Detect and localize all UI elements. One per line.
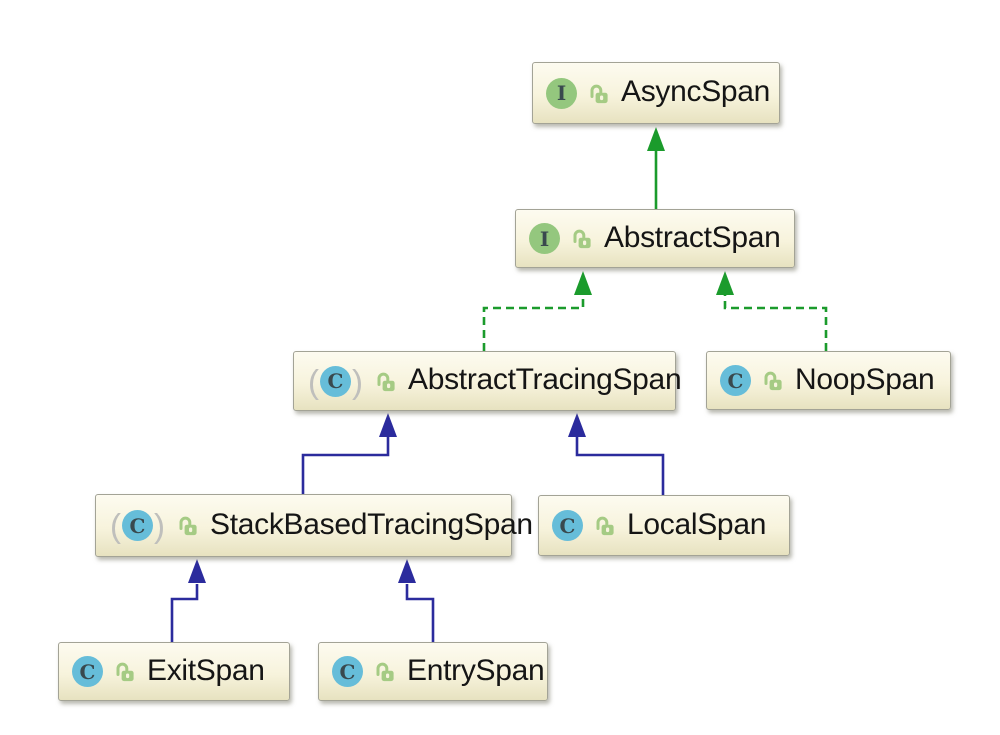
public-lock-icon [587, 81, 611, 106]
node-label: AbstractSpan [604, 220, 781, 254]
edge-exitspan-extends-stackbasedtracingspan[interactable] [170, 559, 206, 642]
node-exitspan[interactable]: C ExitSpan [58, 642, 290, 701]
edge-abstracttracingspan-implements-abstractspan[interactable] [482, 271, 592, 351]
edge-localspan-extends-abstracttracingspan[interactable] [568, 413, 665, 495]
node-label: StackBasedTracingSpan [210, 507, 533, 541]
node-asyncspan[interactable]: I AsyncSpan [532, 62, 780, 124]
node-label: EntrySpan [407, 653, 545, 687]
class-icon: C [72, 656, 103, 687]
interface-icon: I [546, 77, 577, 109]
public-lock-icon [373, 659, 397, 684]
node-abstracttracingspan[interactable]: (C) AbstractTracingSpan [293, 351, 682, 411]
interface-icon: I [529, 223, 560, 254]
node-label: LocalSpan [627, 507, 767, 541]
edge-abstractspan-extends-asyncspan[interactable] [647, 127, 665, 209]
public-lock-icon [570, 226, 594, 251]
public-lock-icon [113, 659, 137, 684]
node-abstractspan[interactable]: I AbstractSpan [515, 209, 795, 268]
edge-stackbasedtracingspan-extends-abstracttracingspan[interactable] [301, 413, 397, 494]
public-lock-icon [761, 368, 785, 393]
public-lock-icon [176, 513, 200, 538]
node-noopspan[interactable]: C NoopSpan [706, 351, 951, 410]
node-label: ExitSpan [147, 653, 265, 687]
node-label: AbstractTracingSpan [408, 363, 682, 396]
public-lock-icon [374, 369, 398, 394]
edge-noopspan-implements-abstractspan[interactable] [716, 271, 828, 351]
edge-entryspan-extends-stackbasedtracingspan[interactable] [398, 559, 435, 642]
class-icon: C [720, 365, 751, 396]
node-stackbasedtracingspan[interactable]: (C) StackBasedTracingSpan [95, 494, 533, 557]
class-icon: C [552, 510, 583, 541]
class-icon: C [332, 656, 363, 687]
node-label: AsyncSpan [621, 75, 771, 108]
abstract-class-icon: (C) [110, 507, 165, 544]
abstract-class-icon: (C) [308, 362, 363, 400]
public-lock-icon [593, 513, 617, 538]
node-entryspan[interactable]: C EntrySpan [318, 642, 548, 701]
node-localspan[interactable]: C LocalSpan [538, 495, 790, 556]
node-label: NoopSpan [795, 362, 935, 396]
